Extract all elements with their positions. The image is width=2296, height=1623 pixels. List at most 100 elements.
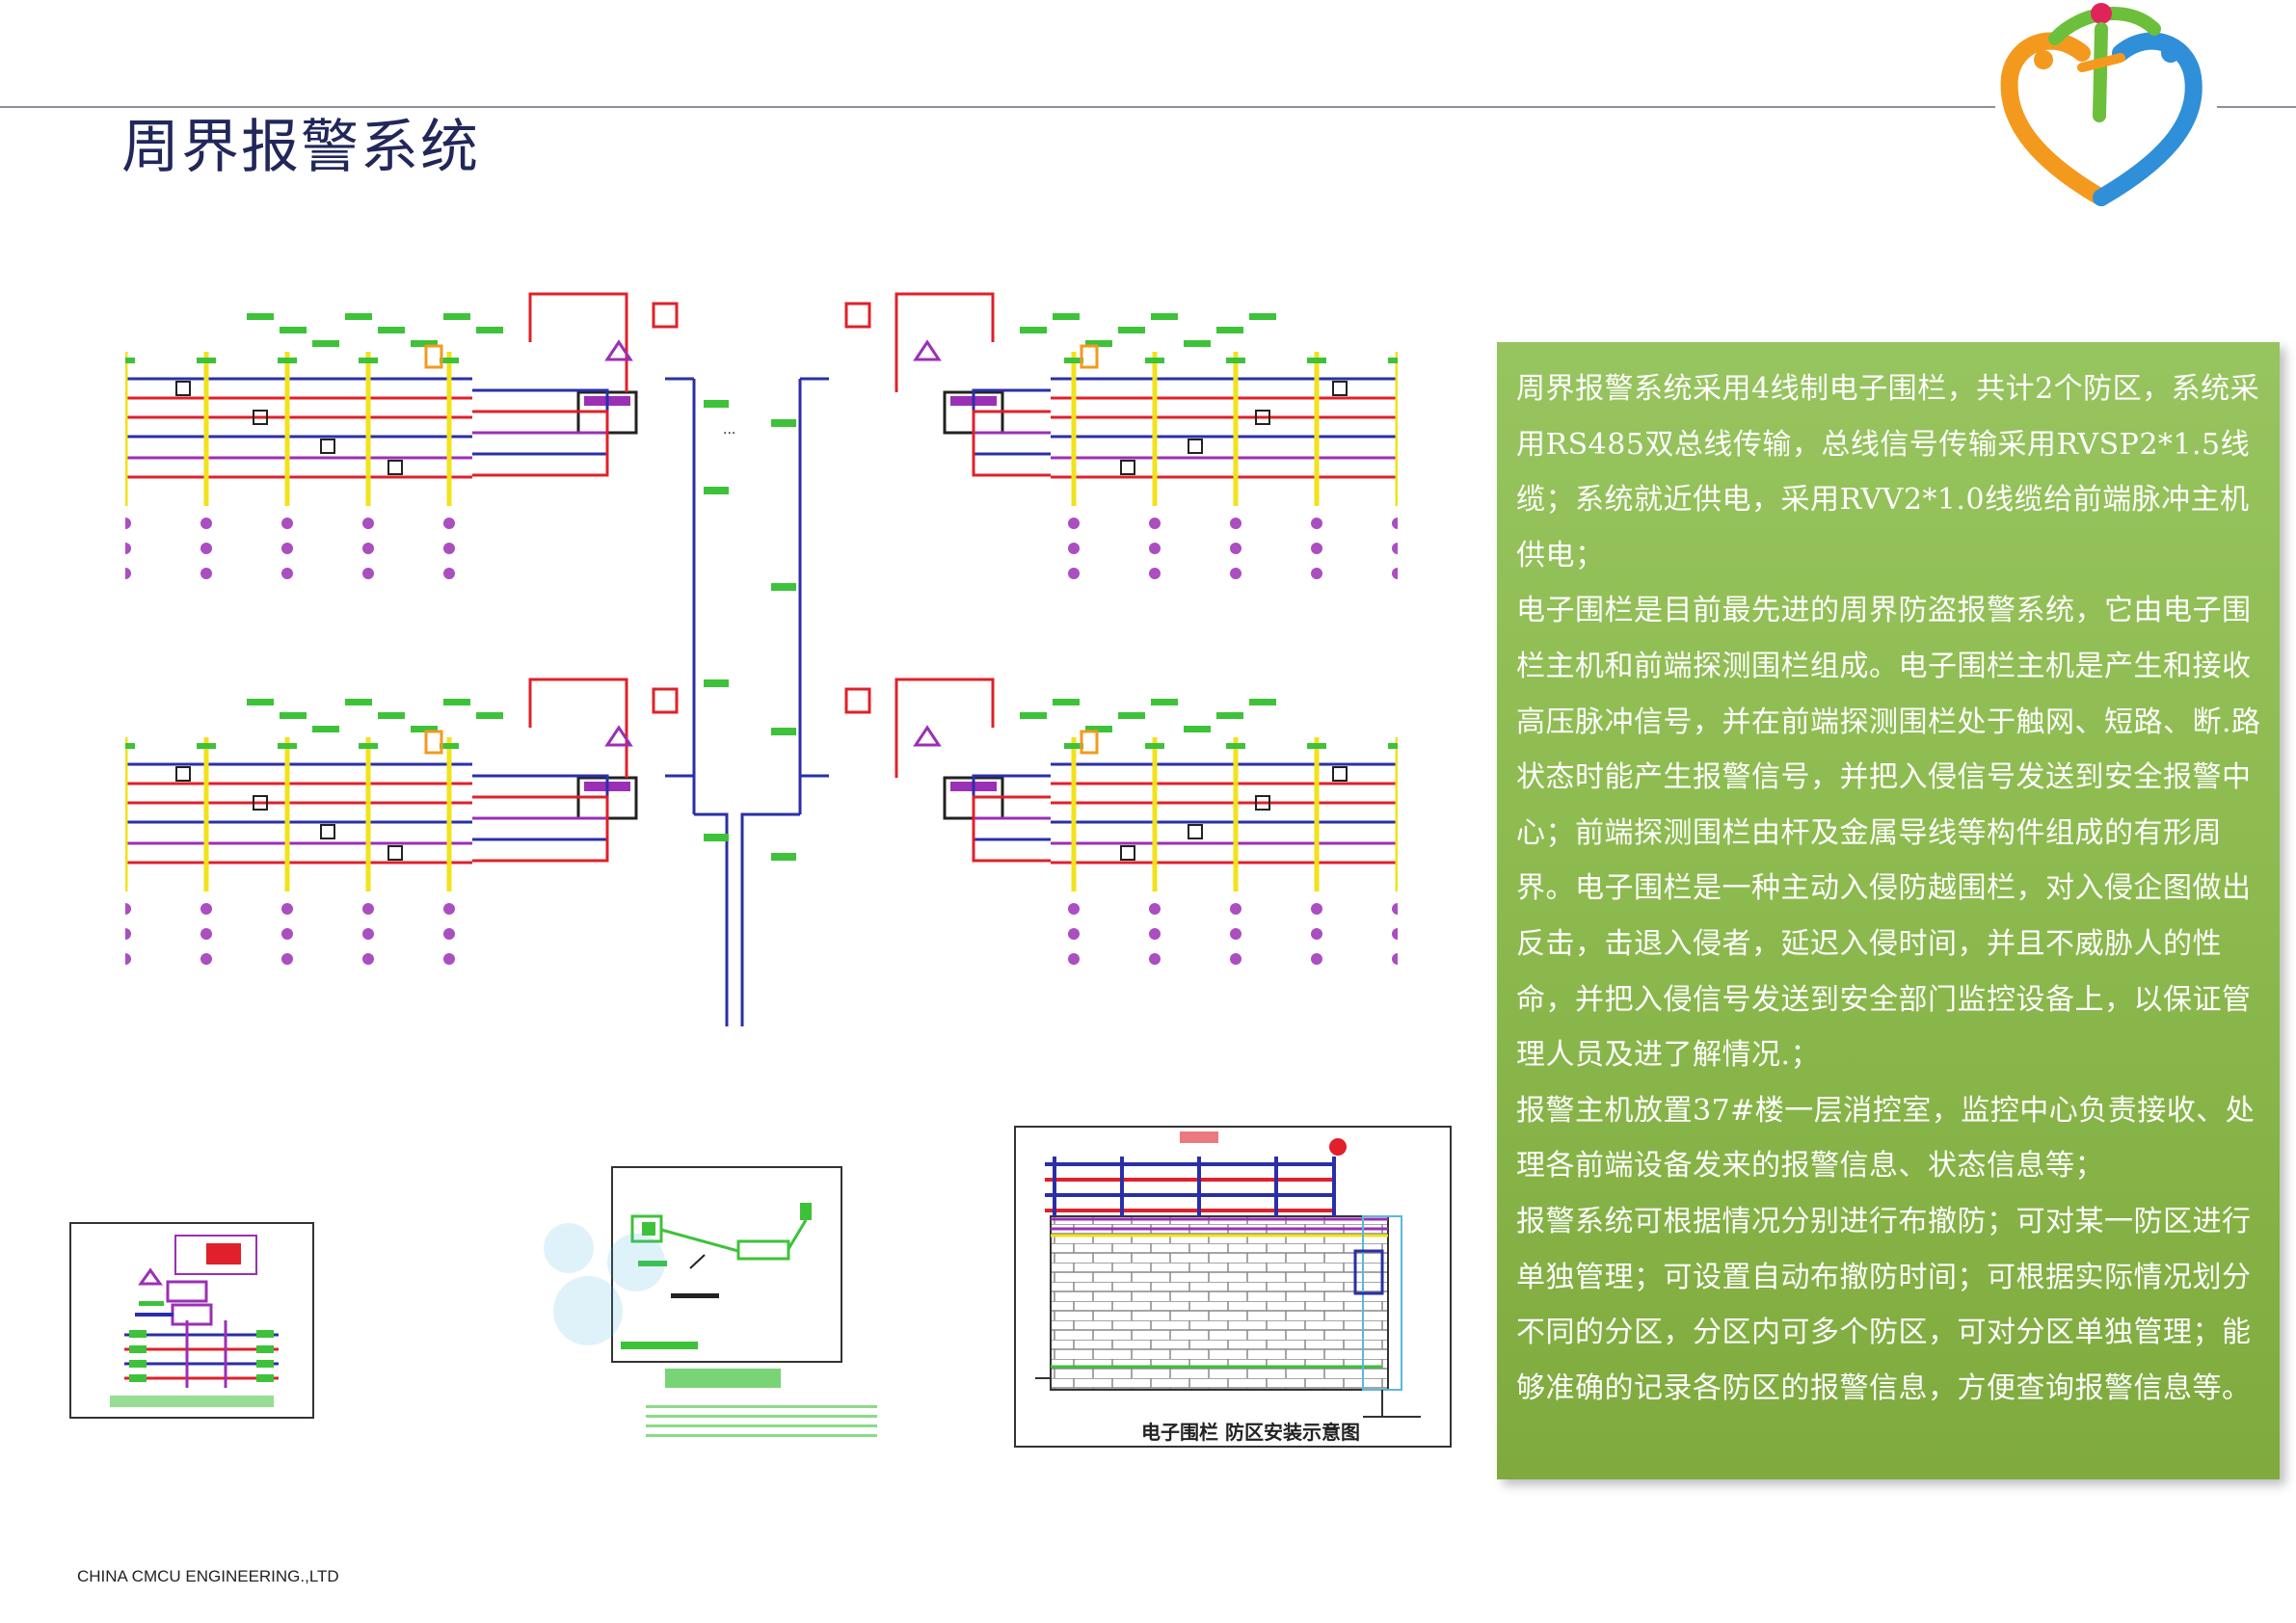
relay-mark [1120,460,1135,475]
bus-label [771,728,796,735]
relay-mark [1255,795,1270,811]
insulator-mark [1068,953,1080,965]
insulator-mark [1230,543,1241,554]
callout-label [443,699,470,705]
insulator-mark [125,928,131,940]
post-label [278,743,297,749]
insulator-mark [281,518,293,529]
insulator-mark [1311,928,1322,940]
insulator-mark [1068,568,1080,579]
callout-label [1151,699,1178,705]
insulator-mark [443,903,455,915]
insulator-mark [1392,928,1398,940]
callout-label [247,313,274,320]
insulator-mark [1230,568,1241,579]
insulator-mark [1311,568,1322,579]
post-label [1145,358,1164,363]
siren-icon [604,339,633,361]
insulator-mark [1311,903,1322,915]
insulator-mark [443,928,455,940]
insulator-mark [281,928,293,940]
insulator-mark [281,953,293,965]
relay-mark [1332,766,1348,782]
callout-label [378,327,405,333]
post-label [197,358,216,363]
post-label [440,743,459,749]
feed-wire [972,414,1051,477]
insulator-mark [1149,928,1161,940]
insulator-mark [362,953,374,965]
insulator-mark [200,543,212,554]
description-para-3: 报警主机放置37#楼一层消控室，监控中心负责接收、处理各前端设备发来的报警信息、… [1516,1093,2256,1184]
feed-wire [528,292,628,392]
post-label [1307,358,1326,363]
siren-icon [604,725,633,747]
inset-right-caption: 电子围栏 防区安装示意图 [1141,1421,1360,1444]
callout-label [312,340,339,347]
post-label [197,743,216,749]
callout-label [476,327,503,333]
post-label [1307,743,1326,749]
relay-mark [253,410,268,425]
relay-mark [387,460,403,475]
post-label [1388,743,1398,749]
lamp-mark [424,730,443,755]
insulator-mark [362,543,374,554]
post-label [1145,743,1164,749]
insulator-mark [1392,903,1398,915]
feed-wire [472,410,609,414]
relay-mark [175,381,191,396]
alarm-light [844,302,871,329]
feed-wire [472,414,609,477]
relay-mark [1120,845,1135,861]
inset-center-control-room [611,1166,842,1363]
callout-label [1053,313,1080,320]
insulator-mark [125,953,131,965]
inset-center-wiring [621,1203,812,1349]
siren-icon [913,339,942,361]
description-para-1: 周界报警系统采用4线制电子围栏，共计2个防区，系统采用RS485双总线传输，总线… [1516,372,2260,572]
relay-mark [320,824,335,839]
header-rule-right [2217,106,2296,108]
feed-wire [972,410,1051,414]
insulator-mark [125,518,131,529]
insulator-mark [125,568,131,579]
insulator-mark [281,568,293,579]
feed-wire [528,678,628,778]
post-label [440,358,459,363]
feed-wire [472,800,609,863]
callout-label [1216,712,1243,719]
insulator-mark [443,518,455,529]
callout-label [345,313,372,320]
description-para-4: 报警系统可根据情况分别进行布撤防；可对某一防区进行单独管理；可设置自动布撤防时间… [1516,1204,2252,1405]
inset-center-caption [665,1369,781,1388]
insulator-mark [1230,953,1241,965]
inset-left-legend [69,1222,314,1419]
inset-right-drawing [1035,1131,1421,1418]
lamp-mark [1080,344,1099,369]
bus-label [771,583,796,591]
insulator-mark [1149,543,1161,554]
inset-left-wiring [110,1235,279,1407]
callout-label [411,340,438,347]
insulator-mark [443,543,455,554]
callout-label [280,327,307,333]
insulator-mark [443,568,455,579]
post-label [359,743,378,749]
relay-mark [320,439,335,454]
callout-label [1118,712,1145,719]
callout-label [1085,726,1112,732]
feed-wire [894,292,995,392]
post-label [1064,358,1083,363]
post-label [1226,743,1245,749]
feed-wire [972,795,1051,800]
insulator-mark [1311,543,1322,554]
bus-line [740,812,800,1026]
siren-icon [913,725,942,747]
insulator-mark [1068,928,1080,940]
callout-label [1184,340,1211,347]
insulator-mark [1392,953,1398,965]
bus-label [704,679,729,687]
bus-label [704,400,729,408]
insulator-mark [1149,953,1161,965]
